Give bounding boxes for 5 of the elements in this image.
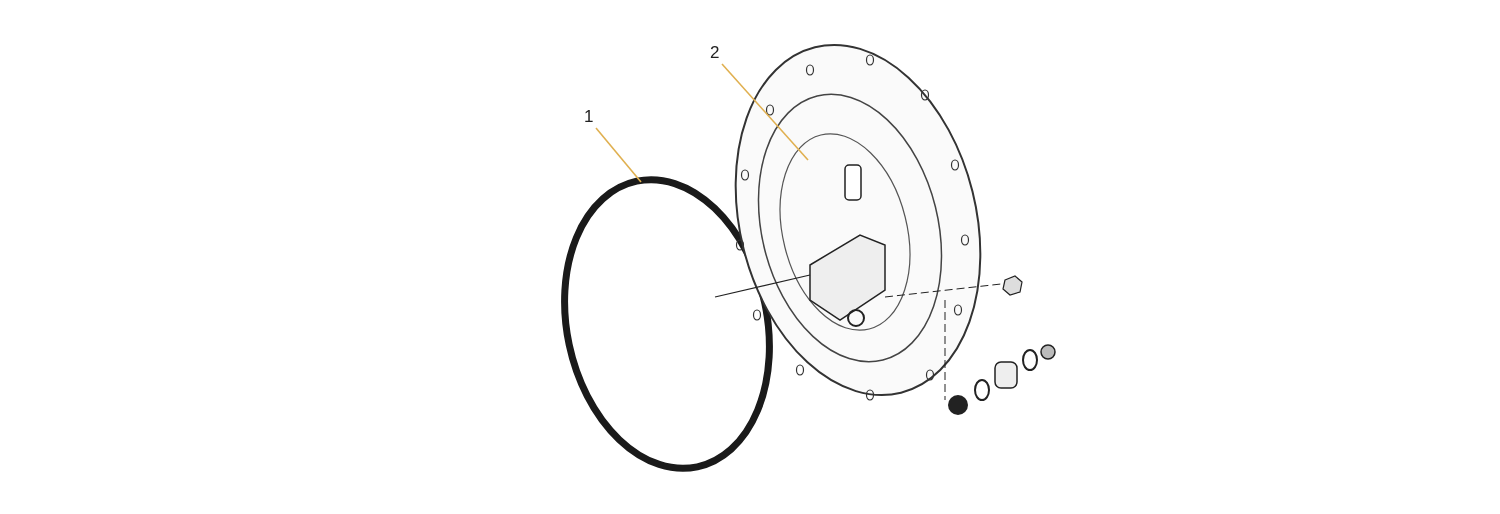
leader-line	[721, 63, 809, 161]
o-ring-drawing	[561, 176, 773, 472]
callout-number: 2	[710, 44, 720, 62]
callout-number: 1	[584, 108, 594, 126]
leader-line	[595, 127, 642, 183]
